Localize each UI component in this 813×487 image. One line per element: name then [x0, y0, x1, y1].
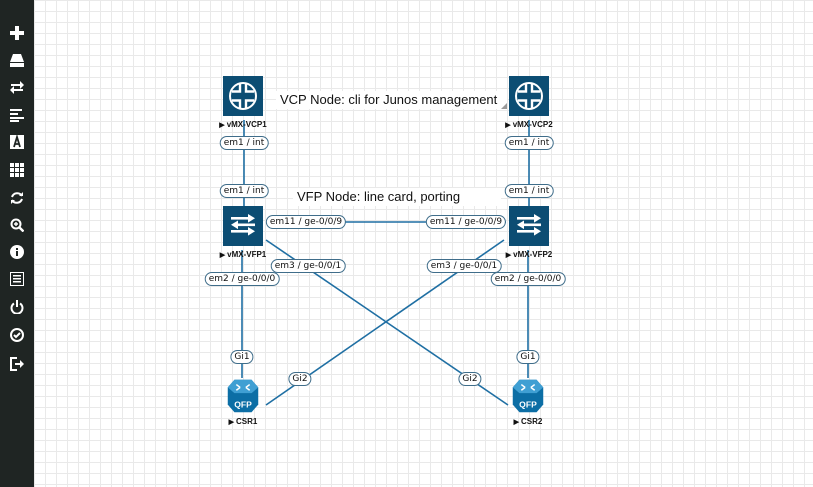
- text-note-vcp[interactable]: VCP Node: cli for Junos management: [276, 91, 508, 109]
- swap-arrows-icon[interactable]: [4, 76, 30, 98]
- note-text: VFP Node: line card, porting: [297, 189, 461, 204]
- resize-handle[interactable]: [501, 103, 508, 109]
- refresh-icon[interactable]: [4, 187, 30, 209]
- drive-icon[interactable]: [4, 49, 30, 71]
- list-icon[interactable]: [4, 268, 30, 290]
- node-label: vMX-VCP2: [512, 120, 553, 129]
- node-label: CSR1: [236, 417, 258, 426]
- qfp-router-icon: QFP: [223, 376, 263, 416]
- node-csr2[interactable]: QFP ▶CSR2: [498, 376, 558, 426]
- node-vmx-vfp2[interactable]: ▶vMX-VFP2: [499, 206, 559, 259]
- qfp-text: QFP: [519, 399, 537, 409]
- interface-label[interactable]: em1 / int: [219, 184, 269, 198]
- interface-label[interactable]: em3 / ge-0/0/1: [426, 259, 502, 273]
- grid-icon[interactable]: [4, 159, 30, 181]
- text-note-vfp[interactable]: VFP Node: line card, porting: [293, 188, 501, 206]
- interface-label[interactable]: em2 / ge-0/0/0: [490, 272, 566, 286]
- qfp-router-icon: QFP: [508, 376, 548, 416]
- interface-label[interactable]: em1 / int: [504, 136, 554, 150]
- interface-label[interactable]: em11 / ge-0/0/9: [265, 215, 347, 229]
- note-text: VCP Node: cli for Junos management: [280, 92, 498, 107]
- juniper-router-icon: [223, 76, 263, 116]
- topology-canvas[interactable]: ▶vMX-VCP1 ▶vMX-VCP2 ▶vMX-VFP1 ▶vMX-VFP2 …: [34, 0, 813, 487]
- power-icon[interactable]: [4, 296, 30, 318]
- node-vmx-vcp1[interactable]: ▶vMX-VCP1: [213, 76, 273, 129]
- interface-label[interactable]: em11 / ge-0/0/9: [425, 215, 507, 229]
- node-label: vMX-VCP1: [226, 120, 267, 129]
- check-circle-icon[interactable]: [4, 324, 30, 346]
- node-csr1[interactable]: QFP ▶CSR1: [213, 376, 273, 426]
- links-layer: [241, 120, 530, 406]
- interface-label[interactable]: Gi1: [516, 350, 540, 364]
- text-a-icon[interactable]: [4, 131, 30, 153]
- plus-icon[interactable]: [4, 22, 30, 44]
- interface-label[interactable]: Gi2: [288, 372, 312, 386]
- info-icon[interactable]: [4, 241, 30, 263]
- interface-label[interactable]: em1 / int: [504, 184, 554, 198]
- interface-label[interactable]: em1 / int: [219, 136, 269, 150]
- node-label: CSR2: [521, 417, 543, 426]
- juniper-router-icon: [509, 76, 549, 116]
- node-vmx-vfp1[interactable]: ▶vMX-VFP1: [213, 206, 273, 259]
- interface-label[interactable]: em2 / ge-0/0/0: [204, 272, 280, 286]
- align-left-icon[interactable]: [4, 104, 30, 126]
- interface-label[interactable]: Gi2: [458, 372, 482, 386]
- left-toolbar: [0, 0, 34, 487]
- switch-icon: [509, 206, 549, 246]
- qfp-text: QFP: [234, 399, 252, 409]
- node-label: vMX-VFP2: [513, 250, 553, 259]
- node-label: vMX-VFP1: [227, 250, 267, 259]
- sign-out-icon[interactable]: [4, 353, 30, 375]
- switch-icon: [223, 206, 263, 246]
- zoom-in-icon[interactable]: [4, 214, 30, 236]
- interface-label[interactable]: em3 / ge-0/0/1: [270, 259, 346, 273]
- node-vmx-vcp2[interactable]: ▶vMX-VCP2: [499, 76, 559, 129]
- interface-label[interactable]: Gi1: [230, 350, 254, 364]
